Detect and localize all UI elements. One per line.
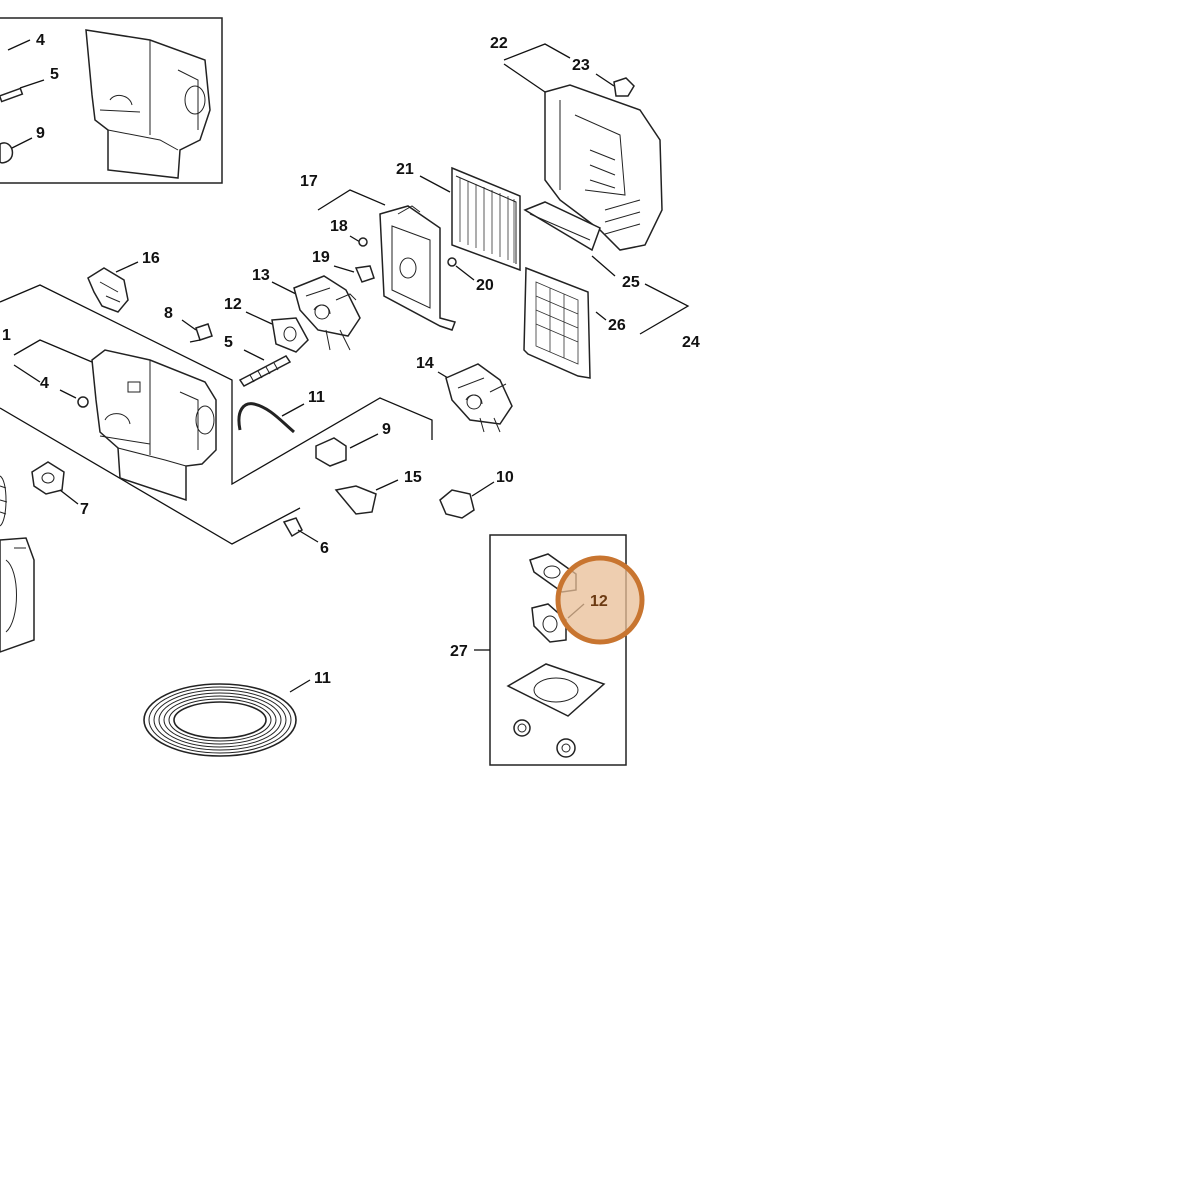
callout-4: 4: [40, 375, 49, 392]
callout-18: 18: [330, 218, 348, 235]
callout-12: 12: [224, 296, 242, 313]
callout-5-inset: 5: [50, 66, 59, 83]
callout-16: 16: [142, 250, 160, 267]
air-filter-cover-group: 22 23: [490, 35, 663, 252]
air-filter-group: 21 25 26 24: [396, 161, 700, 379]
callout-27: 27: [450, 643, 468, 660]
callout-15: 15: [404, 469, 422, 486]
callout-1: 1: [2, 327, 11, 344]
intake-bracket-group: 17 18 19 20: [300, 173, 494, 331]
inset-top-left: 4 5 9: [0, 17, 223, 184]
callout-9-inset: 9: [36, 125, 45, 142]
callout-4-inset: 4: [36, 32, 45, 49]
carburetor-14: 14: [416, 355, 513, 433]
callout-7: 7: [80, 501, 89, 518]
callout-19: 19: [312, 249, 330, 266]
coil-11: 11: [143, 670, 331, 757]
gasket-kit-box: 27 12: [450, 534, 645, 766]
callout-13: 13: [252, 267, 270, 284]
callout-23: 23: [572, 57, 590, 74]
callout-21: 21: [396, 161, 414, 178]
callout-5-stud: 5: [224, 334, 233, 351]
callout-6: 6: [320, 540, 329, 557]
carburetor-group: 16 13 12 8 5: [87, 250, 361, 387]
highlight-marker-12: 12: [555, 555, 645, 645]
callout-10: 10: [496, 469, 514, 486]
tank-housing-group: 1 4 11 9 15 10 6 7: [0, 284, 514, 653]
callout-14: 14: [416, 355, 434, 372]
callout-9: 9: [382, 421, 391, 438]
callout-26: 26: [608, 317, 626, 334]
callout-11-coil: 11: [314, 670, 331, 687]
callout-20: 20: [476, 277, 494, 294]
callout-24: 24: [682, 334, 700, 351]
callout-22: 22: [490, 35, 508, 52]
tank-housing-inset: [85, 29, 211, 179]
callout-8: 8: [164, 305, 173, 322]
callout-12-highlighted: 12: [590, 593, 608, 610]
callout-25: 25: [622, 274, 640, 291]
callout-11-hose: 11: [308, 389, 325, 406]
callout-17: 17: [300, 173, 318, 190]
